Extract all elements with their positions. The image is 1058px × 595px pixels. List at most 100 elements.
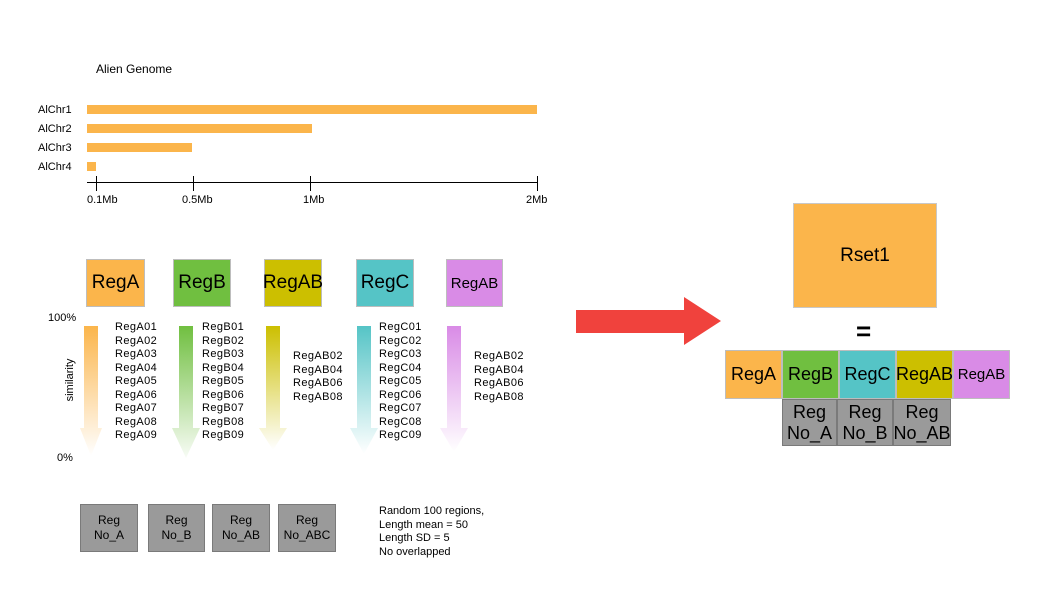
list-item: RegA08: [115, 415, 158, 428]
rset-cell-regc: RegC: [839, 350, 896, 399]
list-item: RegA06: [115, 388, 158, 401]
region-box-regab: RegAB: [263, 259, 323, 307]
right-arrow-icon: [576, 297, 721, 345]
list-item: RegB05: [202, 375, 245, 387]
genome-title: Alien Genome: [96, 62, 173, 76]
list-item: RegC03: [379, 348, 422, 360]
list-item: RegAB06: [474, 377, 524, 389]
region-box-regb: RegB: [173, 259, 231, 307]
chr-label-2: AlChr2: [38, 123, 72, 135]
region-box-regc: RegC: [356, 259, 414, 307]
noreg-line1: Reg: [905, 401, 939, 422]
list-item: RegA03: [115, 348, 158, 360]
list-item: RegAB08: [293, 390, 343, 403]
noreg-box-a: Reg No_A: [80, 504, 138, 552]
rset-noreg-b: Reg No_B: [837, 399, 893, 446]
axis-tick: [193, 176, 194, 191]
region-list-regc: RegC01 RegC02 RegC03 RegC04 RegC05 RegC0…: [379, 321, 422, 443]
noreg-box-ab: Reg No_AB: [212, 504, 270, 552]
similarity-arrow-regab-2: [440, 326, 468, 452]
region-list-regab: RegAB02 RegAB04 RegAB06 RegAB08: [293, 350, 343, 404]
list-item: RegA05: [115, 375, 158, 387]
list-item: RegB06: [202, 388, 245, 401]
axis-tick: [537, 176, 538, 191]
noreg-line2: No_AB: [893, 422, 951, 443]
chr-bar-4: [87, 162, 96, 171]
region-box-rega: RegA: [86, 259, 145, 307]
list-item: RegAB04: [474, 363, 524, 376]
noreg-line2: No_B: [842, 422, 888, 443]
list-item: RegAB06: [293, 377, 343, 389]
list-item: RegC06: [379, 388, 422, 401]
list-item: RegA02: [115, 334, 158, 347]
tick-label: 0.1Mb: [87, 194, 118, 206]
genome-axis: [87, 182, 538, 183]
list-item: RegC08: [379, 415, 422, 428]
list-item: RegC02: [379, 334, 422, 347]
list-item: RegA09: [115, 429, 158, 441]
rset-box: Rset1: [793, 203, 937, 308]
note-line: Length mean = 50: [379, 518, 468, 531]
chr-bar-3: [87, 143, 192, 152]
similarity-arrow-regab: [259, 326, 287, 450]
axis-tick: [310, 176, 311, 191]
list-item: RegAB02: [474, 350, 524, 362]
list-item: RegB01: [202, 321, 245, 333]
noreg-line1: Reg: [848, 401, 882, 422]
list-item: RegB03: [202, 348, 245, 360]
rset-cell-regb: RegB: [782, 350, 839, 399]
noreg-line1: Reg: [165, 513, 188, 527]
list-item: RegC05: [379, 375, 422, 387]
tick-label: 1Mb: [303, 194, 325, 206]
list-item: RegB04: [202, 361, 245, 374]
rset-noreg-ab: Reg No_AB: [893, 399, 951, 446]
similarity-axis-label: similarity: [64, 358, 76, 402]
list-item: RegC04: [379, 361, 422, 374]
similarity-bottom-label: 0%: [57, 452, 73, 464]
list-item: RegAB02: [293, 350, 343, 362]
region-list-rega: RegA01 RegA02 RegA03 RegA04 RegA05 RegA0…: [115, 321, 157, 443]
list-item: RegC09: [379, 429, 422, 441]
noreg-line1: Reg: [792, 401, 827, 422]
noreg-line1: Reg: [295, 513, 318, 527]
similarity-top-label: 100%: [48, 312, 77, 324]
noreg-box-abc: Reg No_ABC: [278, 504, 336, 552]
list-item: RegA07: [115, 402, 158, 414]
note-line: Random 100 regions,: [379, 505, 485, 517]
tick-label: 0.5Mb: [182, 194, 213, 206]
random-regions-note: Random 100 regions, Length mean = 50 Len…: [379, 505, 484, 559]
rset-noreg-a: Reg No_A: [782, 399, 837, 446]
region-box-regab-2: RegAB: [446, 259, 503, 307]
chr-label-4: AlChr4: [38, 161, 72, 173]
region-list-regb: RegB01 RegB02 RegB03 RegB04 RegB05 RegB0…: [202, 321, 244, 443]
noreg-line2: No_AB: [221, 528, 261, 542]
noreg-line2: No_A: [786, 422, 833, 443]
list-item: RegA04: [115, 361, 158, 374]
chr-bar-1: [87, 105, 537, 114]
note-line: Length SD = 5: [379, 532, 450, 544]
chr-bar-2: [87, 124, 312, 133]
note-line: No overlapped: [379, 545, 451, 558]
list-item: RegAB08: [474, 390, 524, 403]
noreg-box-b: Reg No_B: [148, 504, 205, 552]
tick-label: 2Mb: [526, 194, 548, 206]
chr-label-3: AlChr3: [38, 142, 72, 154]
list-item: RegC01: [379, 321, 422, 333]
noreg-line2: No_B: [161, 528, 192, 542]
list-item: RegA01: [115, 321, 158, 333]
similarity-arrow-regb: [172, 326, 200, 458]
rset-cell-regab-2: RegAB: [953, 350, 1010, 399]
equals-sign: =: [856, 316, 872, 346]
list-item: RegB02: [202, 334, 245, 347]
axis-tick: [96, 176, 97, 191]
rset-cell-rega: RegA: [725, 350, 782, 399]
list-item: RegC07: [379, 402, 422, 414]
similarity-arrow-regc: [350, 326, 378, 454]
region-list-regab-2: RegAB02 RegAB04 RegAB06 RegAB08: [474, 350, 524, 404]
chr-label-1: AlChr1: [38, 104, 72, 116]
noreg-line1: Reg: [229, 513, 252, 527]
noreg-line1: Reg: [97, 513, 120, 527]
list-item: RegAB04: [293, 363, 343, 376]
list-item: RegB09: [202, 429, 245, 441]
noreg-line2: No_A: [93, 528, 125, 542]
